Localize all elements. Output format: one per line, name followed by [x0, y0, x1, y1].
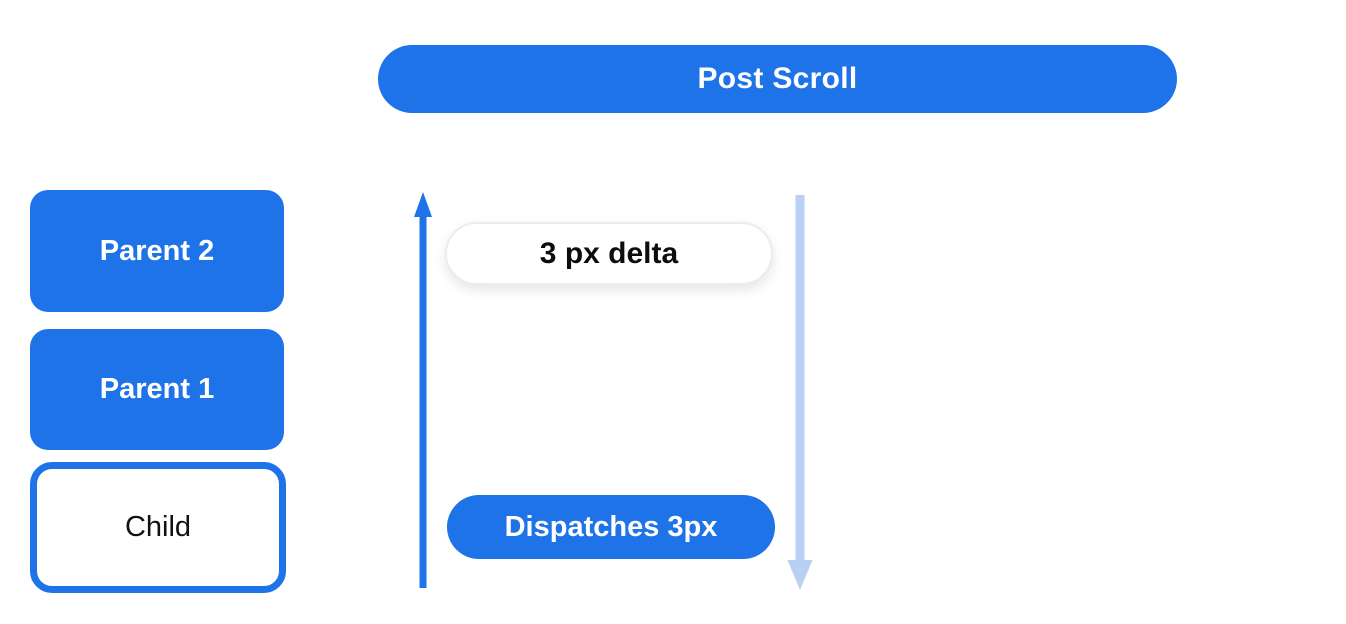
parent-1-box: Parent 1 — [30, 329, 284, 450]
parent-2-box: Parent 2 — [30, 190, 284, 312]
delta-label: 3 px delta — [539, 236, 679, 270]
down-arrow-icon — [787, 195, 813, 590]
post-scroll-header-pill: Post Scroll — [378, 45, 1177, 113]
parent-1-label: Parent 1 — [99, 373, 215, 405]
post-scroll-label: Post Scroll — [697, 62, 858, 95]
child-label: Child — [124, 511, 192, 543]
up-arrow-icon — [414, 192, 432, 588]
child-box: Child — [30, 462, 286, 593]
parent-2-label: Parent 2 — [99, 234, 215, 267]
dispatch-label: Dispatches 3px — [504, 510, 718, 543]
dispatch-pill: Dispatches 3px — [447, 495, 775, 559]
delta-pill: 3 px delta — [445, 222, 773, 285]
